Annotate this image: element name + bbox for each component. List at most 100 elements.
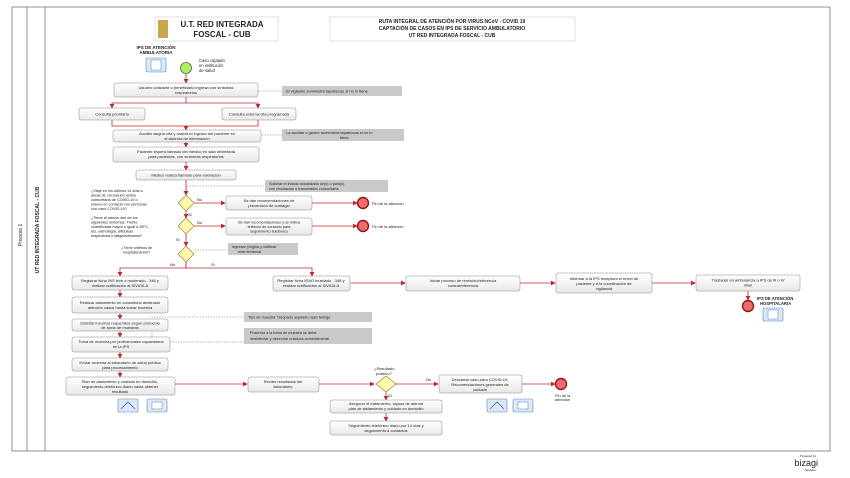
svg-text:laboratorio: laboratorio xyxy=(274,384,294,389)
svg-text:Registrar ficha INS leve o mod: Registrar ficha INS leve o moderado - 34… xyxy=(81,278,159,283)
svg-text:Se dan recomendaciones de: Se dan recomendaciones de xyxy=(244,198,296,203)
svg-text:Auxiliar asigna cita y realiza: Auxiliar asigna cita y realiza el ingres… xyxy=(139,131,235,136)
home-isolation-icon xyxy=(117,398,139,413)
task-toma-muestra[interactable]: Toma de muestra por profesionales capaci… xyxy=(71,336,171,353)
svg-text:Recibir resultados del: Recibir resultados del xyxy=(264,379,303,384)
svg-text:Iniciar proceso de remisión/re: Iniciar proceso de remisión/referencia xyxy=(430,278,497,283)
bizagi-logo: Powered by bizagi Modeler xyxy=(794,454,818,472)
svg-text:Asegurar el tratamiento, signo: Asegurar el tratamiento, signos de alarm… xyxy=(349,401,424,406)
start-event-label1: Caso captado xyxy=(199,58,226,63)
note-ingresar: Ingresar (virgilia y notificar ente terr… xyxy=(228,243,298,255)
task-consulta-prioritaria[interactable]: Consulta prioritaria xyxy=(78,107,146,121)
gateway-resultado[interactable] xyxy=(375,375,397,393)
phone-follow-up-icon xyxy=(146,398,168,413)
task-paciente-espera[interactable]: Paciente espera llamado del médico en sa… xyxy=(112,146,260,163)
task-seguimiento-telefonico[interactable]: Seguimiento telefónico diario por 14 día… xyxy=(329,420,443,436)
task-auxiliar-asigna[interactable]: Auxiliar asigna cita y realiza el ingres… xyxy=(112,129,262,143)
task-recibir-resultados[interactable]: Recibir resultados del laboratorio xyxy=(247,376,320,393)
end-event-3-label1: Fin de la xyxy=(555,393,571,398)
svg-text:vigilancia: vigilancia xyxy=(596,286,613,291)
svg-text:seguimiento a contactos: seguimiento a contactos xyxy=(364,428,407,433)
svg-text:atención casos hasta tomar mue: atención casos hasta tomar muestra xyxy=(88,305,153,310)
task-descartar-caso[interactable]: Descartar caso para COVID-19, Recomendac… xyxy=(438,374,523,394)
title-line3: UT RED INTEGRADA FOSCAL - CUB xyxy=(409,33,496,39)
svg-text:Usuario cotizante o beneficiar: Usuario cotizante o beneficiario ingresa… xyxy=(139,85,234,90)
task-usuario-ingresa[interactable]: Usuario cotizante o beneficiario ingresa… xyxy=(113,82,259,98)
svg-text:Consulta prioritaria: Consulta prioritaria xyxy=(95,112,129,117)
end-event-hospital[interactable] xyxy=(741,299,755,313)
svg-text:Enviar muestra al laboratorio: Enviar muestra al laboratorio de salud p… xyxy=(79,360,161,365)
task-registrar-ficha-348[interactable]: Registrar ficha IRAG inusitado - 348 y r… xyxy=(272,275,351,292)
svg-text:respiratoria o fatiga/adinamia: respiratoria o fatiga/adinamia? xyxy=(91,234,142,238)
header-logo: U.T. RED INTEGRADA FOSCAL - CUB xyxy=(154,16,279,42)
flow-label-si-2: Si xyxy=(176,237,180,242)
svg-text:Ingresar (virgilia y notificar: Ingresar (virgilia y notificar xyxy=(232,245,277,249)
gateway-hospitalizacion[interactable] xyxy=(177,245,195,263)
svg-text:realizar notificación al SIVIG: realizar notificación al SIVIGILA xyxy=(283,283,340,288)
task-aislamiento-consultorio[interactable]: Realizar aislamiento en consultorio dest… xyxy=(71,296,169,314)
task-recomendaciones-prevencion[interactable]: Se dan recomendaciones de prevención de … xyxy=(225,195,313,211)
gateway-hospitalizacion-label2: hospitalización? xyxy=(123,251,150,255)
task-informar-ips[interactable]: Informar a la IPS receptora el envío de … xyxy=(555,272,653,294)
flow-label-si-3: Si xyxy=(211,262,215,267)
end-event-1-label: Fin de la atención xyxy=(372,201,404,206)
task-iniciar-remision[interactable]: Iniciar proceso de remisión/referencia c… xyxy=(405,275,521,292)
svg-text:con circulación o transmisión: con circulación o transmisión comunitari… xyxy=(269,187,339,191)
gateway-sintomas[interactable] xyxy=(177,217,195,235)
svg-text:ente territorial: ente territorial xyxy=(238,250,261,254)
svg-text:Registrar ficha IRAG inusitado: Registrar ficha IRAG inusitado - 348 y xyxy=(277,278,344,283)
gateway-sintomas-label: ¿Tiene al menos dos de los siguientes sí… xyxy=(91,216,149,238)
svg-text:cuantificada mayor o igual a 3: cuantificada mayor o igual a 38°C, xyxy=(91,225,149,229)
svg-text:respiratorios: respiratorios xyxy=(175,90,197,95)
flow-label-yes-4: Sí xyxy=(388,393,393,398)
note-tipo-muestra: Tipo de muestra: hisopado aspirado naso … xyxy=(244,312,372,322)
task-registrar-ficha-346[interactable]: Registrar ficha INS leve o moderado - 34… xyxy=(71,275,169,291)
svg-text:seguimiento telefónico diario: seguimiento telefónico diario hasta obte… xyxy=(82,384,159,389)
gateway-resultado-label2: positivo? xyxy=(376,371,393,376)
task-solicitar-insumos[interactable]: Solicitar insumos requeridos según proto… xyxy=(71,318,169,332)
task-plan-aislamiento[interactable]: Plan de aislamiento y cuidado en domicil… xyxy=(65,376,176,396)
discard-home-icon xyxy=(486,398,508,413)
start-event-label3: de salud xyxy=(199,68,216,73)
svg-text:Consulta externa cita programa: Consulta externa cita programada xyxy=(229,112,290,117)
task-enviar-muestra[interactable]: Enviar muestra al laboratorio de salud p… xyxy=(71,357,169,372)
svg-text:bizagi: bizagi xyxy=(794,458,818,468)
svg-text:teléfono de contacto para: teléfono de contacto para xyxy=(248,225,292,229)
lane-label: UT RED INTEGRADA FOSCAL - CUB xyxy=(35,186,41,273)
task-asegurar-tratamiento[interactable]: Asegurar el tratamiento, signos de alarm… xyxy=(329,399,443,414)
start-event[interactable] xyxy=(180,62,192,74)
svg-text:prevención de contagio: prevención de contagio xyxy=(248,203,290,208)
svg-text:plan de aislamiento y cuidado: plan de aislamiento y cuidado en domicil… xyxy=(349,406,425,411)
svg-text:tos, odinofagia, dificultad: tos, odinofagia, dificultad xyxy=(91,230,133,234)
svg-text:realizar notificación al SIVIG: realizar notificación al SIVIGILA xyxy=(92,283,149,288)
ips-hospitalaria-label2: HOSPITALARIA xyxy=(760,301,791,306)
svg-text:desinfectar y desechar residuo: desinfectar y desechar residuos correcta… xyxy=(250,337,329,341)
svg-text:el sistema de información: el sistema de información xyxy=(164,136,209,141)
end-event-1[interactable] xyxy=(356,196,370,210)
svg-text:paciente y a la coordinación d: paciente y a la coordinación de xyxy=(576,281,632,286)
svg-text:nivel: nivel xyxy=(744,283,752,288)
svg-text:siguientes síntomas: Fiebre: siguientes síntomas: Fiebre xyxy=(91,221,137,225)
gateway-hospitalizacion-label1: ¿Tiene criterios de xyxy=(121,246,152,250)
flow-label-no-2: No xyxy=(197,220,203,225)
task-recomendaciones-telefono[interactable]: Se dan recomendaciones y se indica teléf… xyxy=(225,217,313,236)
task-medico-llamado[interactable]: Médico realiza llamado para valoración xyxy=(135,169,237,181)
svg-text:Solicitar el listado actualiza: Solicitar el listado actualizado de(s) o… xyxy=(269,182,345,186)
flow-label-no-4: No xyxy=(426,377,432,382)
end-event-2[interactable] xyxy=(356,219,370,233)
flow-label-no-3: No xyxy=(170,262,176,267)
task-consulta-externa[interactable]: Consulta externa cita programada xyxy=(221,107,297,121)
note-auxiliar: La auxiliar o gestor suministra tapaboca… xyxy=(282,129,404,141)
end-event-3-label2: atención xyxy=(555,397,570,402)
pool-label: Proceso 1 xyxy=(18,224,24,247)
svg-text:en la IPS: en la IPS xyxy=(113,344,130,349)
svg-text:Modeler: Modeler xyxy=(805,468,816,472)
svg-text:estuvo en contacto con persona: estuvo en contacto con personas xyxy=(91,203,147,207)
svg-text:La auxiliar o gestor suministr: La auxiliar o gestor suministra tapaboca… xyxy=(286,130,373,135)
discard-phone-icon xyxy=(512,398,534,413)
title-line1: RUTA INTEGRAL DE ATENCIÓN POR VIRUS NCoV… xyxy=(379,17,526,25)
task-trasladar-ambulancia[interactable]: Trasladar en ambulancia a IPS de III o I… xyxy=(695,274,801,292)
end-event-3[interactable] xyxy=(554,377,568,391)
gateway-viaje[interactable] xyxy=(177,194,195,212)
